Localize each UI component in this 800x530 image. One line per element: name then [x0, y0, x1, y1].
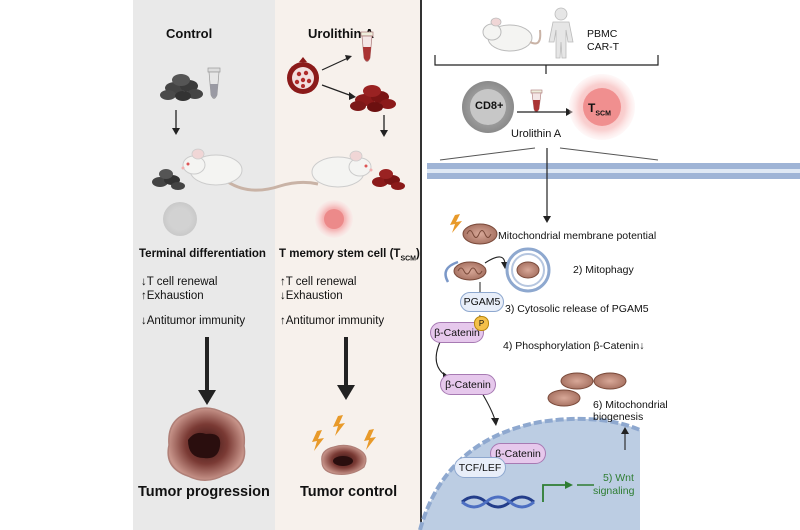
top-bracket	[434, 55, 659, 66]
urolithin-effect-2: ↓Exhaustion	[280, 290, 343, 302]
step3-label: 3) Cytosolic release of PGAM5	[505, 303, 649, 315]
step1-mitochondrion-icon	[462, 223, 498, 245]
pomegranate-arrow-tube	[321, 57, 349, 71]
urolithin-outcome: Tumor control	[300, 484, 398, 500]
bcat-translocation-arrow-1	[435, 341, 447, 377]
step5-label-line1: 5) Wnt	[603, 472, 634, 484]
step2-mitochondrion-icon	[453, 261, 487, 281]
autophagosome-icon	[505, 247, 551, 293]
control-food-plate	[152, 169, 185, 190]
mitophagy-arrow	[484, 256, 506, 266]
urolithin-cell-state-main: T memory stem cell (T	[279, 248, 401, 260]
phospho-badge: P	[474, 316, 489, 331]
small-tumor-icon	[321, 444, 367, 475]
control-chow-pile	[160, 74, 203, 101]
control-effect-3: ↓Antitumor immunity	[141, 315, 246, 327]
dna-helix-icon	[461, 495, 535, 509]
biogenesis-mitochondria-icons	[547, 372, 627, 407]
step6-label-line1: 6) Mitochondrial	[593, 399, 668, 411]
urolithin-title: Urolithin A	[308, 26, 374, 41]
control-title: Control	[166, 26, 213, 41]
urolithin-tube-icon	[360, 31, 374, 62]
pomegranate-arrow-chow	[321, 84, 353, 97]
step2-label: 2) Mitophagy	[573, 264, 634, 276]
control-outcome: Tumor progression	[138, 484, 270, 500]
panel-divider	[420, 0, 422, 530]
tscm-label-sub: SCM	[595, 110, 611, 118]
lightning-icons	[312, 415, 376, 451]
control-tube-icon	[207, 67, 221, 99]
urolithin-cell-state-sub: SCM	[400, 255, 416, 263]
pgam5-pill: PGAM5	[460, 292, 504, 312]
beta-catenin-pill-2: β-Catenin	[440, 374, 496, 395]
step1-lightning-icon	[450, 214, 462, 233]
tscm-label: TSCM	[588, 101, 611, 117]
step6-label-line2: biogenesis	[593, 411, 644, 423]
right-mouse-icon	[482, 17, 542, 52]
phagophore-icon	[444, 260, 459, 283]
step5-label-line2: signaling	[593, 485, 635, 497]
funnel-left	[439, 147, 536, 161]
control-effect-2: ↑Exhaustion	[141, 290, 204, 302]
beta-catenin-pill-3: β-Catenin	[490, 443, 546, 464]
bcat-translocation-arrow-2	[481, 392, 496, 421]
control-mouse-icon	[181, 148, 243, 186]
control-cell-state: Terminal differentiation	[139, 248, 266, 260]
pomegranate-icon	[287, 57, 319, 94]
urolithin-food-plate	[372, 169, 405, 190]
label-pbmc: PBMC	[587, 28, 618, 40]
shared-mouse-tails	[227, 180, 319, 192]
urolithin-chow-pile	[350, 85, 396, 112]
label-car-t: CAR-T	[587, 41, 620, 53]
transcription-arrow	[542, 484, 568, 502]
nucleus	[420, 418, 640, 530]
control-effect-1: ↓T cell renewal	[141, 276, 218, 288]
step4-label: 4) Phosphorylation β-Catenin↓	[503, 340, 645, 352]
beta-catenin-pill-1: β-Catenin	[430, 322, 484, 343]
tscm-label-main: T	[588, 101, 596, 115]
human-icon	[548, 7, 574, 59]
right-treatment-label: Urolithin A	[511, 128, 562, 140]
large-tumor-icon	[167, 407, 246, 481]
right-urolithin-tube-icon	[530, 89, 543, 113]
urolithin-cell-state-end: )	[416, 248, 420, 260]
urolithin-mouse-icon	[311, 150, 373, 188]
cell-membrane	[427, 163, 800, 179]
urolithin-effect-3: ↑Antitumor immunity	[280, 315, 385, 327]
tcf-lef-pill: TCF/LEF	[454, 457, 506, 478]
cd8-label: CD8+	[475, 100, 504, 112]
funnel-right	[559, 147, 659, 161]
step1-label: Mitochondrial membrane potential	[498, 230, 657, 242]
urolithin-cell-state: T memory stem cell (TSCM)	[279, 248, 420, 262]
urolithin-effect-1: ↑T cell renewal	[280, 276, 357, 288]
